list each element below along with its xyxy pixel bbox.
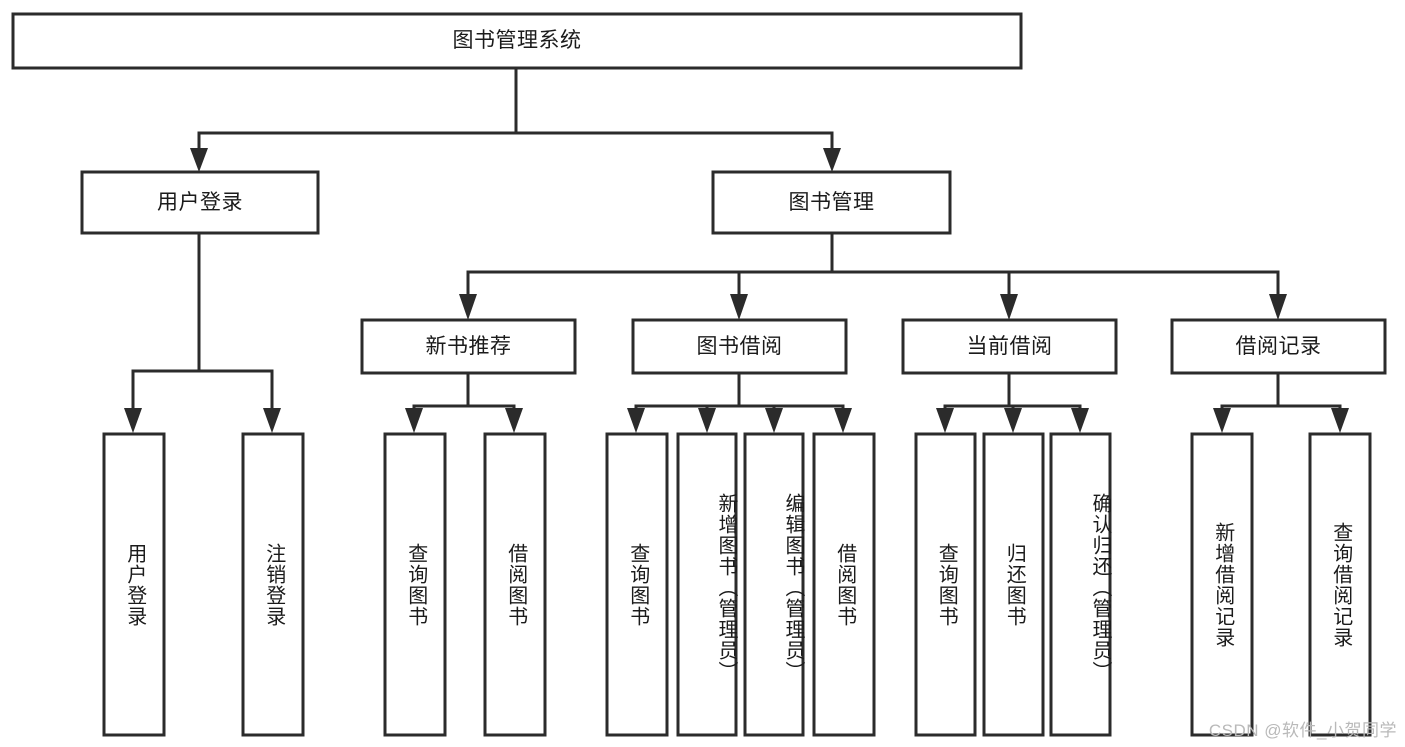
node-box-book-borrow[interactable] [631, 318, 848, 375]
node-box-user-login[interactable] [80, 170, 320, 235]
node-box-leaf-borrow-book-2[interactable] [812, 432, 876, 737]
arrow-head-leaf-borrow-book-2 [834, 408, 852, 433]
node-box-leaf-edit-book[interactable] [743, 432, 805, 737]
connector-group-new-book-recommend [405, 371, 523, 433]
arrow-head-user-login [190, 148, 208, 172]
arrow-head-leaf-add-book [698, 408, 716, 433]
node-box-current-borrow[interactable] [901, 318, 1118, 375]
csdn-watermark: CSDN @软件_小贺同学 [1208, 721, 1397, 740]
node-box-leaf-query-record[interactable] [1308, 432, 1372, 737]
node-box-leaf-return-book[interactable] [982, 432, 1045, 737]
connector-group-current-borrow [936, 371, 1089, 433]
arrow-head-book-borrow [730, 294, 748, 320]
arrow-head-borrow-record [1269, 294, 1287, 320]
node-box-leaf-query-book-2[interactable] [605, 432, 669, 737]
arrow-head-leaf-query-record [1331, 408, 1349, 433]
arrow-head-leaf-query-book-2 [627, 408, 645, 433]
node-box-leaf-confirm-return[interactable] [1049, 432, 1112, 737]
node-box-book-manage[interactable] [711, 170, 952, 235]
node-box-new-book-recommend[interactable] [360, 318, 577, 375]
arrow-head-leaf-user-login [124, 408, 142, 433]
node-box-leaf-query-book-3[interactable] [914, 432, 977, 737]
node-box-leaf-add-book[interactable] [676, 432, 738, 737]
node-box-leaf-user-login[interactable] [102, 432, 166, 737]
arrow-head-new-book-recommend [459, 294, 477, 320]
arrow-head-leaf-logout-login [263, 408, 281, 433]
node-box-borrow-record[interactable] [1170, 318, 1387, 375]
arrow-head-leaf-query-book-1 [405, 408, 423, 433]
node-box-leaf-add-record[interactable] [1190, 432, 1254, 737]
node-box-root[interactable] [11, 12, 1023, 70]
arrow-head-book-manage [823, 148, 841, 172]
node-box-leaf-borrow-book-1[interactable] [483, 432, 547, 737]
connector-group-book-manage [459, 231, 1287, 320]
arrow-head-leaf-borrow-book-1 [505, 408, 523, 433]
arrow-head-leaf-return-book [1004, 408, 1022, 433]
arrow-head-leaf-add-record [1213, 408, 1231, 433]
connector-group-book-borrow [627, 371, 852, 433]
connector-group-user-login [124, 231, 281, 433]
arrow-head-leaf-query-book-3 [936, 408, 954, 433]
arrow-head-current-borrow [1000, 294, 1018, 320]
connector-group-borrow-record [1213, 371, 1349, 433]
node-box-leaf-logout-login[interactable] [241, 432, 305, 737]
connector-group-root [190, 66, 841, 172]
arrow-head-leaf-edit-book [765, 408, 783, 433]
node-box-leaf-query-book-1[interactable] [383, 432, 447, 737]
arrow-head-leaf-confirm-return [1071, 408, 1089, 433]
